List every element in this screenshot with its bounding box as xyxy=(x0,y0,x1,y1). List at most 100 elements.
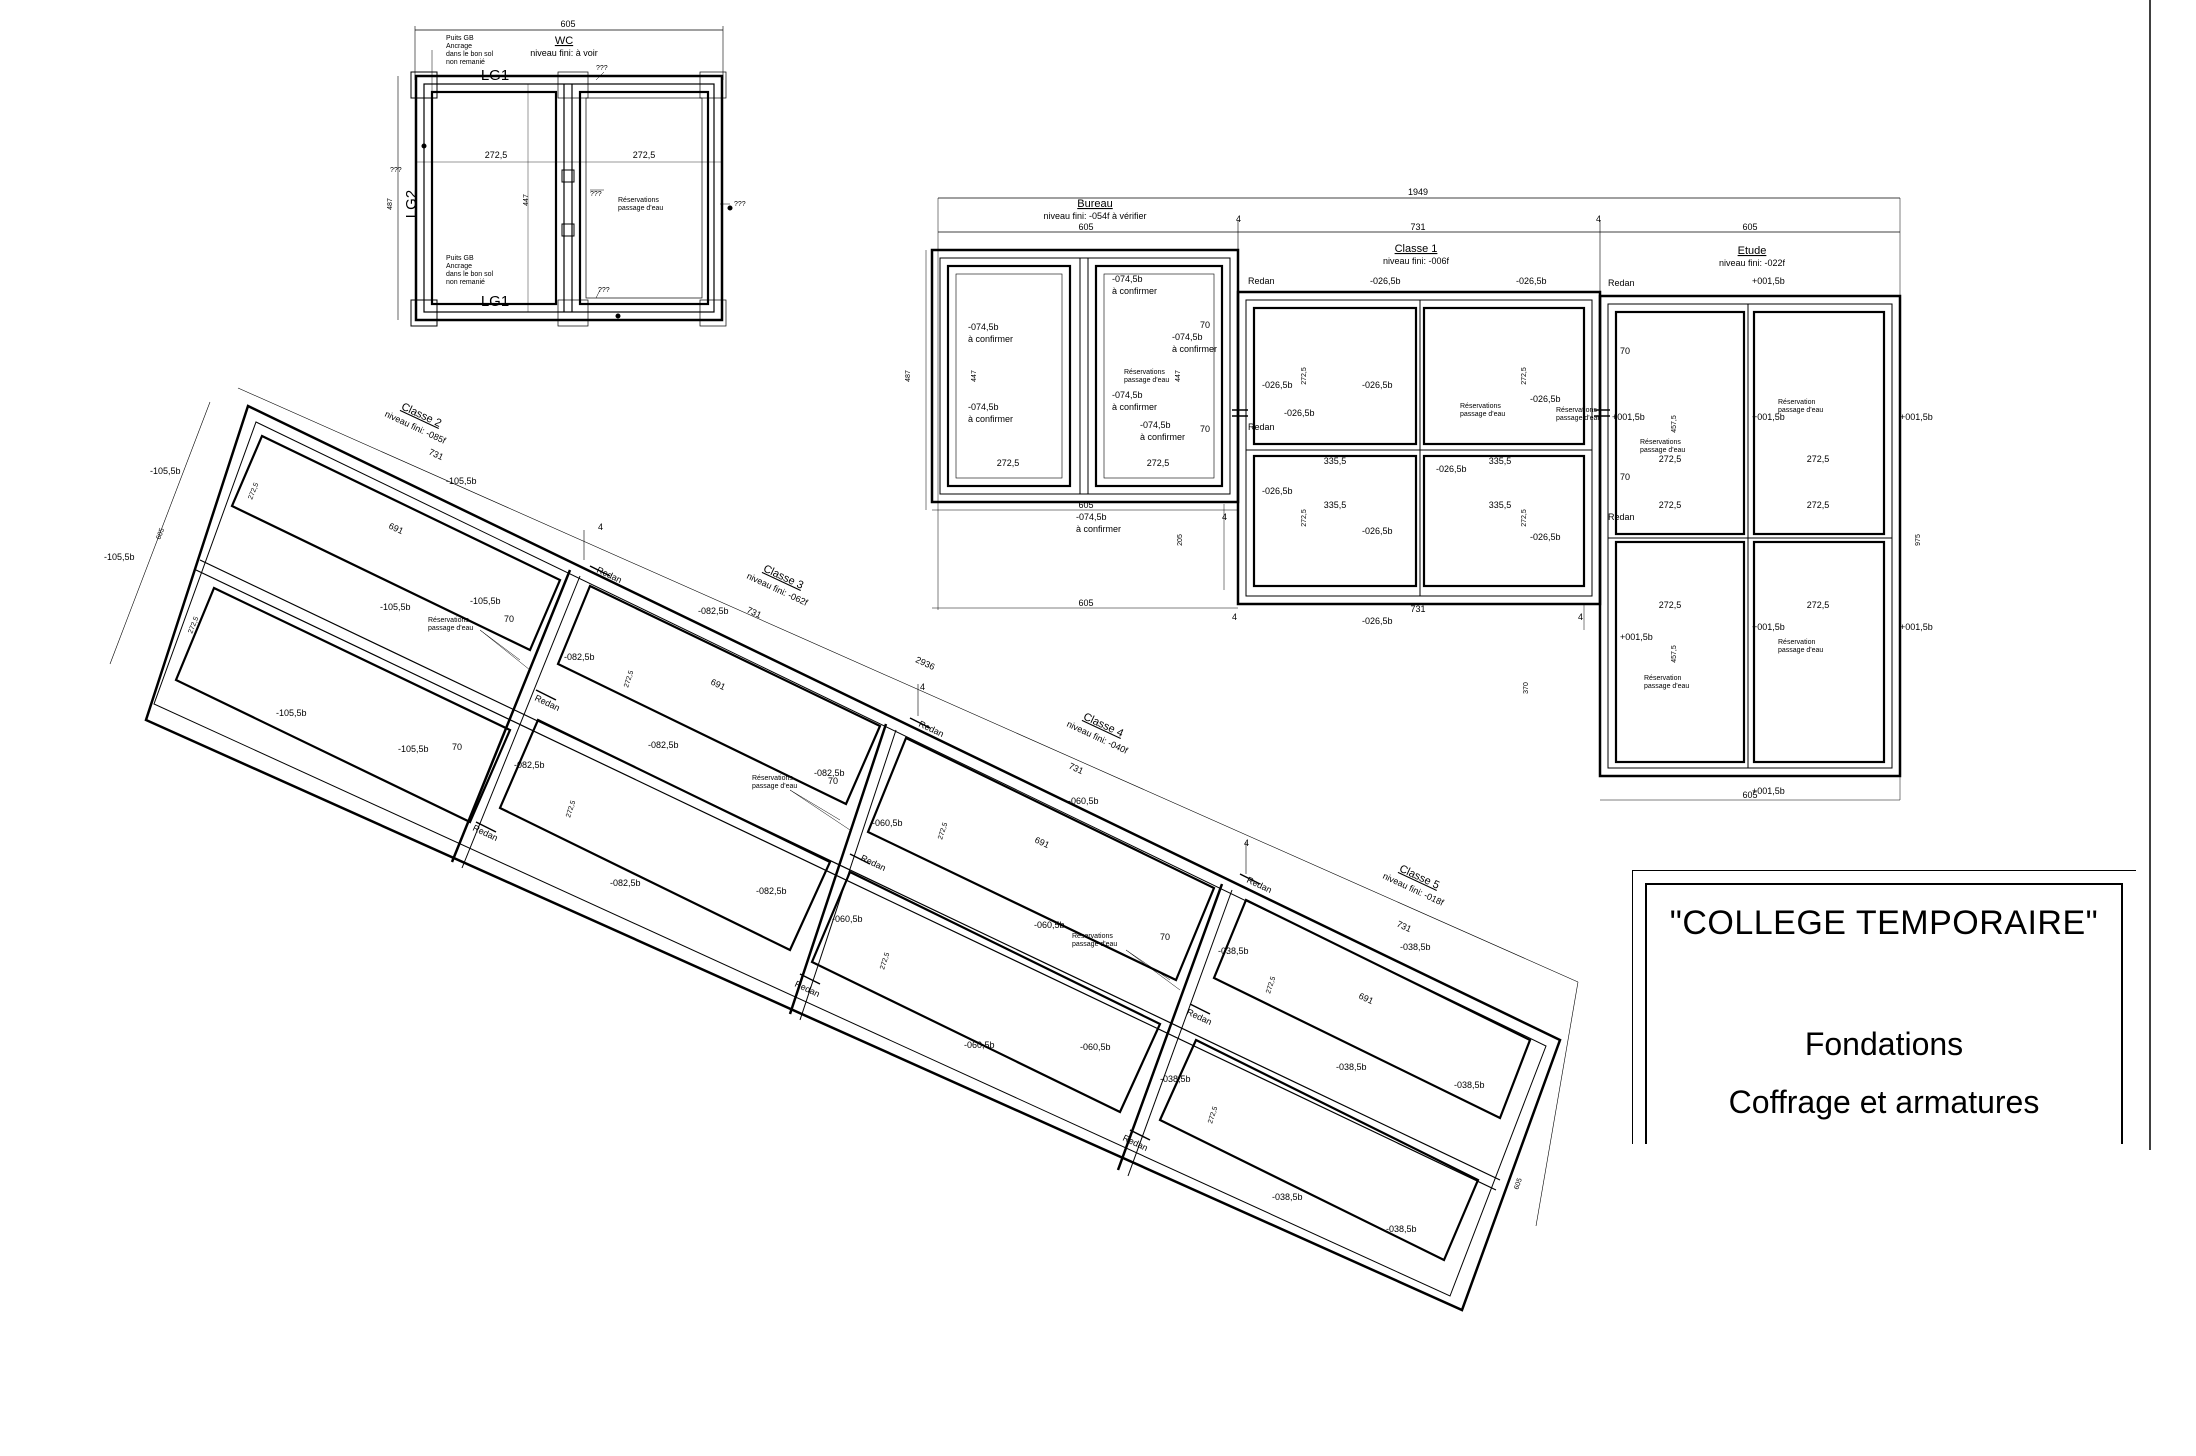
svg-text:+001,5b: +001,5b xyxy=(1752,412,1785,422)
classe1-dim: 272,5 xyxy=(1301,367,1308,385)
svg-text:-074,5b: -074,5b xyxy=(968,402,999,412)
svg-text:272,5: 272,5 xyxy=(879,952,891,971)
etude-reservation-note: Réservations passage d'eau Réservation p… xyxy=(1640,399,1823,690)
svg-text:passage d'eau: passage d'eau xyxy=(1460,411,1505,418)
svg-text:-105,5b: -105,5b xyxy=(470,596,501,606)
svg-text:Redan: Redan xyxy=(595,565,623,585)
svg-text:-105,5b: -105,5b xyxy=(276,708,307,718)
svg-text:à confirmer: à confirmer xyxy=(1112,402,1157,412)
svg-text:-082,5b: -082,5b xyxy=(648,740,679,750)
wc-beam-bottom-label: LG1 xyxy=(481,293,509,310)
svg-text:à confirmer: à confirmer xyxy=(1172,344,1217,354)
svg-text:passage d'eau: passage d'eau xyxy=(1778,647,1823,654)
svg-text:passage d'eau: passage d'eau xyxy=(1778,407,1823,414)
svg-text:+001,5b: +001,5b xyxy=(1620,632,1653,642)
svg-text:dans le bon sol: dans le bon sol xyxy=(446,271,494,278)
classe1-dim: 335,5 xyxy=(1489,456,1512,466)
etude-dim: 272,5 xyxy=(1659,454,1682,464)
wc-well-note-bottom: Puits GB Ancrage dans le bon sol non rem… xyxy=(446,255,494,286)
wc-reservation-note: Réservations passage d'eau xyxy=(618,197,663,212)
svg-text:-105,5b: -105,5b xyxy=(150,466,181,476)
svg-text:+001,5b: +001,5b xyxy=(1612,412,1645,422)
bureau-name: Bureau xyxy=(1077,198,1112,210)
svg-text:272,5: 272,5 xyxy=(1265,976,1277,995)
svg-text:à confirmer: à confirmer xyxy=(1112,286,1157,296)
title-block xyxy=(1632,870,2136,1144)
svg-text:-074,5b: -074,5b xyxy=(1140,420,1171,430)
svg-text:Réservation: Réservation xyxy=(1778,639,1815,646)
svg-text:-060,5b: -060,5b xyxy=(1034,920,1065,930)
svg-text:-082,5b: -082,5b xyxy=(514,760,545,770)
bureau-level: niveau fini: -054f à vérifier xyxy=(1043,211,1146,221)
svg-text:+001,5b: +001,5b xyxy=(1900,622,1933,632)
bureau-width-lower: 605 xyxy=(1078,598,1093,608)
svg-text:à confirmer: à confirmer xyxy=(968,334,1013,344)
svg-text:-026,5b: -026,5b xyxy=(1262,486,1293,496)
dim-4: 4 xyxy=(1578,612,1583,622)
bureau-dim-70: 70 xyxy=(1200,424,1210,434)
etude-level: niveau fini: -022f xyxy=(1719,258,1786,268)
classe1-reservation-note: Réservations passage d'eau Réservations … xyxy=(1460,403,1601,422)
classe1-width-bottom: 731 xyxy=(1410,604,1425,614)
svg-text:-026,5b: -026,5b xyxy=(1362,526,1393,536)
classe1-dim: 335,5 xyxy=(1489,500,1512,510)
svg-text:-026,5b: -026,5b xyxy=(1530,532,1561,542)
svg-text:Ancrage: Ancrage xyxy=(446,263,472,270)
project-title: "COLLEGE TEMPORAIRE" xyxy=(1669,904,2099,942)
svg-text:-105,5b: -105,5b xyxy=(446,476,477,486)
etude-level-marks: +001,5b +001,5b +001,5b +001,5b +001,5b … xyxy=(1612,276,1933,796)
svg-text:passage d'eau: passage d'eau xyxy=(1124,377,1169,384)
redan-label: Redan xyxy=(1248,422,1275,432)
wc-unknown-label: ??? xyxy=(598,287,610,294)
svg-text:731: 731 xyxy=(745,605,763,620)
svg-text:272,5: 272,5 xyxy=(937,822,949,841)
etude-dim: 272,5 xyxy=(1807,600,1830,610)
svg-text:4: 4 xyxy=(920,682,925,692)
classe1-level: niveau fini: -006f xyxy=(1383,256,1450,266)
svg-text:-060,5b: -060,5b xyxy=(1068,796,1099,806)
svg-text:691: 691 xyxy=(709,677,727,692)
svg-text:4: 4 xyxy=(1244,838,1249,848)
svg-text:+001,5b: +001,5b xyxy=(1752,622,1785,632)
dim-4: 4 xyxy=(1232,612,1237,622)
wc-block xyxy=(397,26,733,327)
etude-dim: 272,5 xyxy=(1807,500,1830,510)
bureau-level-marks: -074,5b à confirmer -074,5b à confirmer … xyxy=(968,274,1217,534)
bureau-width: 605 xyxy=(1078,222,1093,232)
svg-text:691: 691 xyxy=(1033,835,1051,850)
dim-4: 4 xyxy=(1596,214,1601,224)
svg-text:-026,5b: -026,5b xyxy=(1516,276,1547,286)
etude-name: Etude xyxy=(1738,245,1767,257)
svg-text:dans le bon sol: dans le bon sol xyxy=(446,51,494,58)
redan-label: Redan xyxy=(1608,512,1635,522)
svg-text:70: 70 xyxy=(828,776,838,786)
svg-text:-060,5b: -060,5b xyxy=(964,1040,995,1050)
svg-text:passage d'eau: passage d'eau xyxy=(752,783,797,790)
svg-text:605: 605 xyxy=(155,527,166,541)
svg-text:-105,5b: -105,5b xyxy=(104,552,135,562)
wc-width-left: 272,5 xyxy=(485,150,508,160)
svg-text:Redan: Redan xyxy=(859,853,887,873)
svg-text:+001,5b: +001,5b xyxy=(1752,786,1785,796)
svg-text:à confirmer: à confirmer xyxy=(1076,524,1121,534)
classe1-name: Classe 1 xyxy=(1395,243,1438,255)
svg-text:-038,5b: -038,5b xyxy=(1272,1192,1303,1202)
svg-text:Réservations: Réservations xyxy=(1556,407,1597,414)
svg-text:Réservations: Réservations xyxy=(1072,933,1113,940)
wc-unknown-label: ??? xyxy=(734,201,746,208)
svg-text:non remanié: non remanié xyxy=(446,59,485,66)
classe1-dim: 335,5 xyxy=(1324,500,1347,510)
svg-text:Réservations: Réservations xyxy=(1460,403,1501,410)
right-block xyxy=(925,197,1902,801)
bureau-dim-70: 70 xyxy=(1200,320,1210,330)
etude-dim-70: 70 xyxy=(1620,472,1630,482)
wc-well-note-top: Puits GB Ancrage dans le bon sol non rem… xyxy=(446,35,494,66)
svg-text:Réservations: Réservations xyxy=(752,775,793,782)
wc-width-right: 272,5 xyxy=(633,150,656,160)
svg-text:passage d'eau: passage d'eau xyxy=(1556,415,1601,422)
svg-text:à confirmer: à confirmer xyxy=(968,414,1013,424)
bureau-overall-height: 487 xyxy=(905,370,912,382)
svg-text:-026,5b: -026,5b xyxy=(1362,616,1393,626)
svg-text:70: 70 xyxy=(504,614,514,624)
